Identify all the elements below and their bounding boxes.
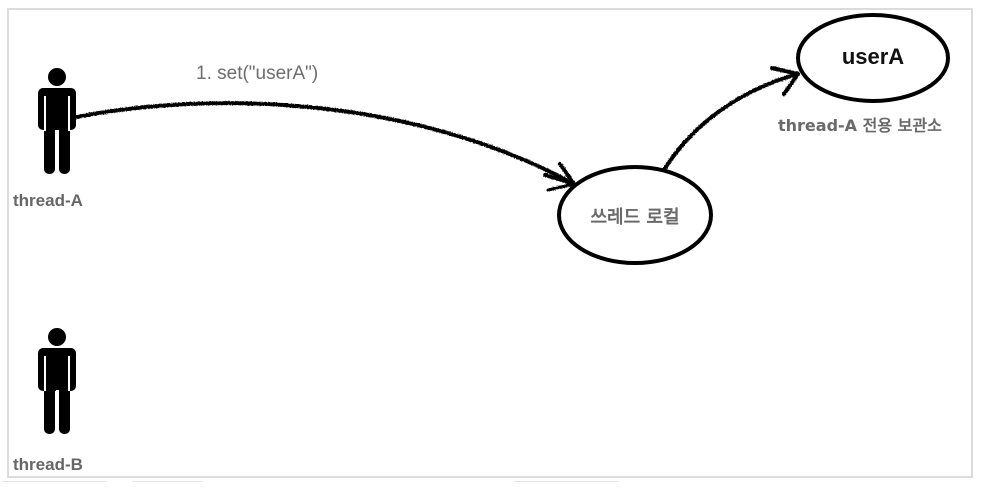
person-icon-thread-b [38,328,76,434]
arrow-to-store [659,66,800,177]
actor-label-thread-a: thread-A [13,191,83,210]
usera-store-caption: thread-A 전용 보관소 [778,116,942,135]
edge-label-set-usera: 1. set("userA") [196,63,319,84]
arrow-set-usera [70,101,576,192]
person-icon-thread-a [38,68,76,174]
diagram-frame [7,8,973,478]
actor-label-thread-b: thread-B [13,455,83,474]
usera-store-ellipse [796,13,950,103]
bottom-tab [2,481,106,487]
bottom-tab [132,481,202,487]
bottom-edge-decoration [0,481,982,486]
person-icon-arm-gaps [44,96,70,434]
usera-store-label: userA [841,44,905,69]
thread-local-label: 쓰레드 로컬 [590,207,680,228]
bottom-tab [514,481,618,487]
thread-local-ellipse [557,165,713,265]
